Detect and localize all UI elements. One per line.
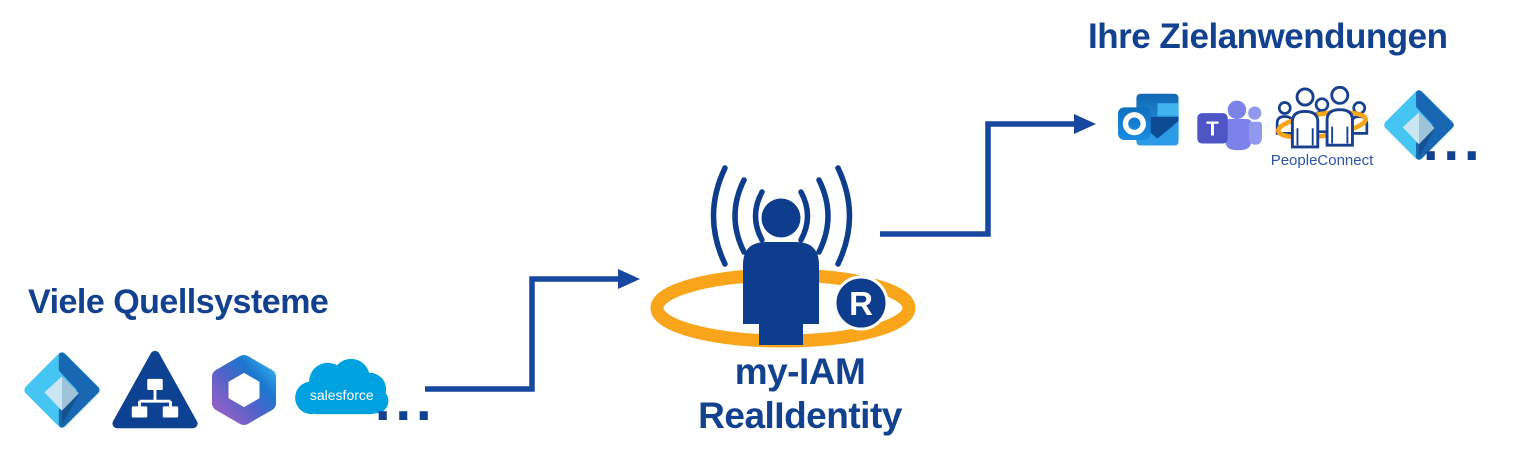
source-to-iam-arrowhead xyxy=(618,269,640,289)
teams-t-letter: T xyxy=(1206,118,1219,141)
microsoft-365-icon xyxy=(211,355,277,425)
product-name-line2: RealIdentity xyxy=(698,395,902,437)
more-targets-ellipsis: ... xyxy=(1422,117,1484,171)
entra-id-icon xyxy=(1384,90,1454,160)
source-systems-icon-row: salesforce xyxy=(22,350,392,430)
signal-waves-icon xyxy=(710,165,853,267)
entra-id-icon xyxy=(24,352,100,428)
target-applications-icon-row: T xyxy=(1116,86,1456,169)
salesforce-icon: salesforce xyxy=(295,358,389,415)
registered-badge: R xyxy=(833,275,889,331)
outlook-o-letter xyxy=(1122,112,1146,136)
teams-icon: T xyxy=(1197,100,1262,151)
registered-badge-letter: R xyxy=(849,285,873,322)
source-to-iam-arrow xyxy=(425,276,620,392)
peopleconnect-app: PeopleConnect xyxy=(1271,86,1373,169)
peopleconnect-label: PeopleConnect xyxy=(1270,152,1374,169)
iam-to-target-arrow xyxy=(880,121,1076,237)
outlook-icon xyxy=(1118,93,1179,146)
source-systems-title: Viele Quellsysteme xyxy=(28,283,329,321)
peopleconnect-ring xyxy=(1276,110,1368,140)
more-sources-ellipsis: ... xyxy=(374,377,436,431)
iam-to-target-arrowhead xyxy=(1074,114,1096,134)
active-directory-icon xyxy=(112,350,198,429)
product-name: my-IAM RealIdentity xyxy=(620,350,980,439)
product-name-line1: my-IAM xyxy=(734,351,866,392)
target-applications-title: Ihre Zielanwendungen xyxy=(1088,17,1448,56)
my-iam-realidentity-logo: R xyxy=(650,165,916,348)
salesforce-wordmark: salesforce xyxy=(310,387,374,403)
peopleconnect-icon xyxy=(1275,86,1369,149)
person-icon xyxy=(743,198,819,345)
